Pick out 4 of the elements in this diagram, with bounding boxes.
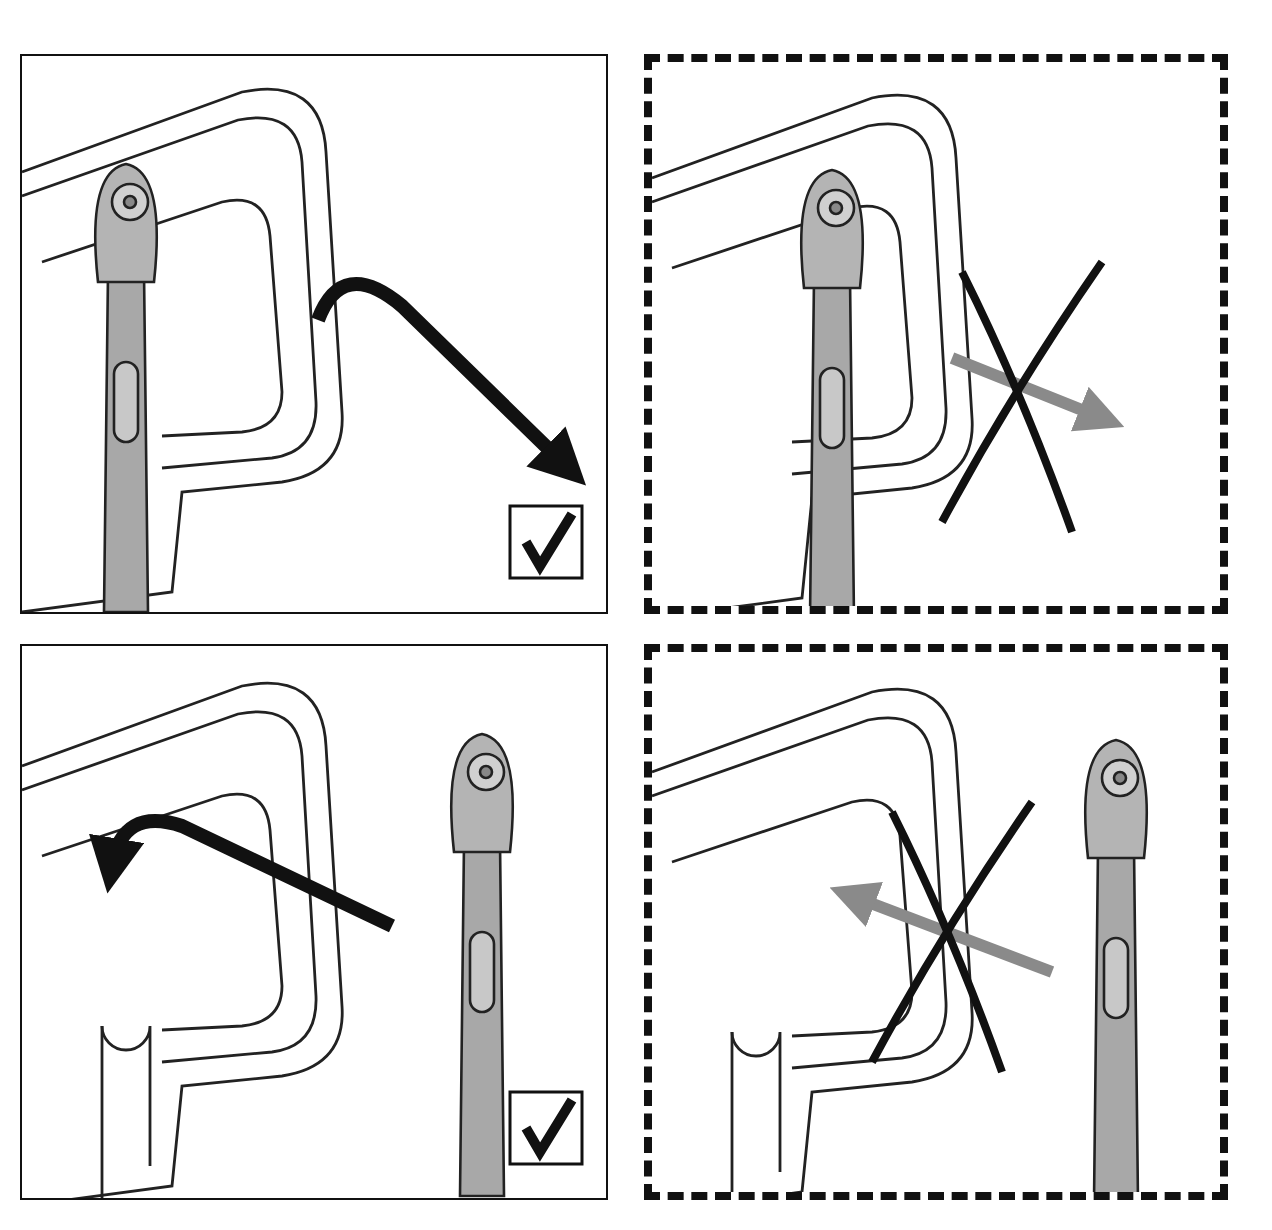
illustration-panel <box>20 54 608 614</box>
illustration-panel <box>644 644 1228 1200</box>
illustration-panel <box>644 54 1228 614</box>
illustration-panel <box>20 644 608 1200</box>
